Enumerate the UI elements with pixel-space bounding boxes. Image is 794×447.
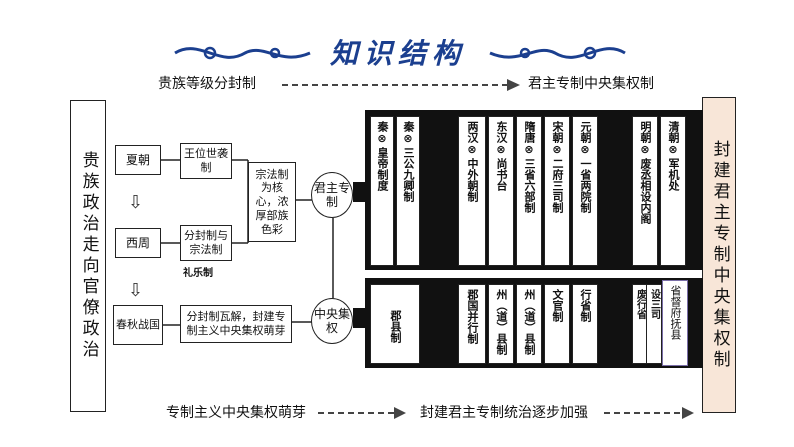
institution-wangwei: 王位世袭制: [180, 143, 232, 179]
upper-col-qin-emperor: 秦⊗皇帝制度: [370, 116, 394, 266]
period-zhou: 西周: [115, 228, 161, 258]
diagram-title: 知识结构: [329, 37, 466, 70]
down-arrow-icon: ⇩: [128, 280, 144, 301]
lower-col-shesansi: 设三司: [646, 284, 662, 364]
period-chunqiu: 春秋战国: [113, 305, 163, 345]
right-side-label: 封建君主专制中央集权制: [702, 97, 736, 413]
upper-col-suitang: 隋唐⊗三省六部制: [516, 116, 542, 266]
institution-fenfeng: 分封制与宗法制: [180, 225, 232, 261]
institution-chunqiu-desc: 分封制瓦解，封建专制主义中央集权萌芽: [180, 305, 292, 343]
circle-zhongyang: 中央集权: [311, 298, 353, 344]
centralized-label: 君主专制中央集权制: [528, 76, 654, 92]
period-xia: 夏朝: [115, 145, 161, 175]
lower-col-wenguan: 文官制: [544, 284, 570, 364]
upper-col-qing: 清朝⊗军机处: [660, 116, 686, 266]
connector-to-circle2: [292, 321, 312, 323]
liyue-label: 礼乐制: [183, 268, 213, 279]
lower-col-zhou2: 州（道）县制: [516, 284, 542, 364]
lower-col-junxian: 郡县制: [370, 284, 420, 364]
right-swirl-ornament: [489, 46, 626, 60]
upper-col-ming: 明朝⊗废丞相设内阁: [632, 116, 658, 266]
left-side-label: 贵族政治走向官僚政治: [70, 100, 106, 412]
footer-right: 封建君主专制统治逐步加强: [420, 405, 588, 421]
upper-col-yuan: 元朝⊗一省两院制: [572, 116, 598, 266]
circle-junzhu: 君主专制: [311, 172, 353, 218]
footer-left: 专制主义中央集权萌芽: [166, 405, 306, 421]
lower-col-dufu: 省督府抚县: [662, 280, 688, 366]
lower-col-zhou1: 州（道）县制: [488, 284, 514, 364]
upper-col-han: 两汉⊗中外朝制: [458, 116, 486, 266]
top-dashed-arrow: [282, 79, 520, 91]
upper-col-donghan: 东汉⊗尚书台: [488, 116, 514, 266]
footer-arrow-2: [604, 407, 694, 419]
lower-col-xingsheng: 行省制: [572, 284, 598, 364]
upper-col-qin-sangong: 秦⊗三公九卿制: [396, 116, 420, 266]
lower-col-junguo: 郡国并行制: [458, 284, 486, 364]
left-swirl-ornament: [174, 46, 311, 60]
footer-arrow-1: [318, 407, 406, 419]
feudal-label: 贵族等级分封制: [158, 76, 256, 92]
institution-zongfa: 宗法制为核心，浓厚部族色彩: [248, 162, 296, 242]
upper-col-song: 宋朝⊗二府三司制: [544, 116, 570, 266]
circle-connector: [332, 218, 334, 298]
down-arrow-icon: ⇩: [128, 192, 144, 213]
